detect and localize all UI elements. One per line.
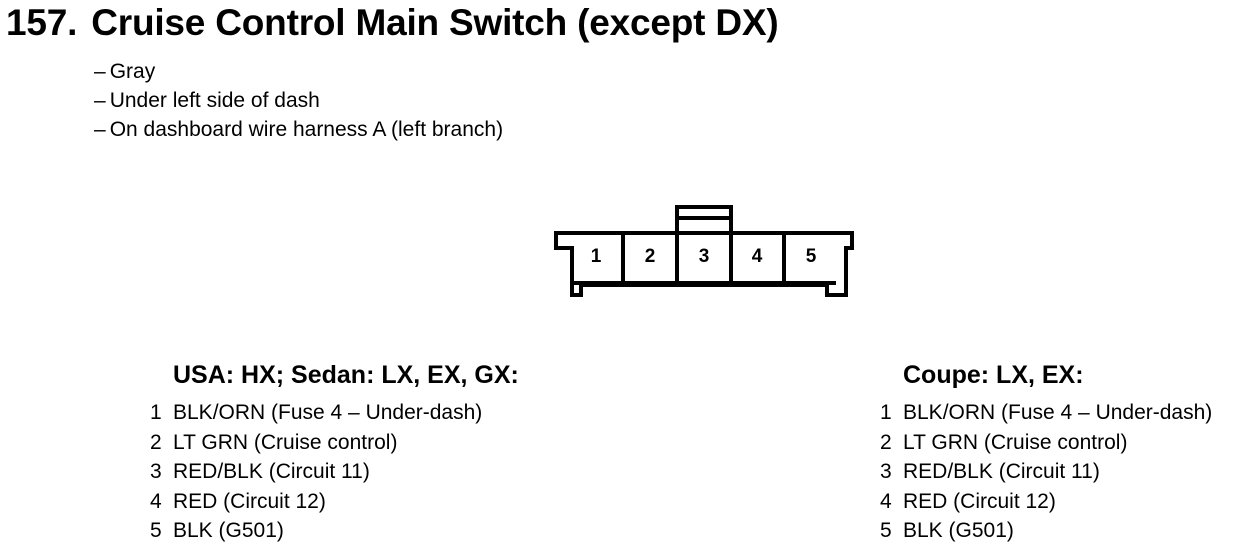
- pin-label: 1: [591, 246, 602, 267]
- pin-description: RED (Circuit 12): [173, 489, 326, 513]
- pinout-heading: USA: HX; Sedan: LX, EX, GX:: [173, 361, 519, 389]
- pinout-row: 1 BLK/ORN (Fuse 4 – Under-dash): [880, 398, 1212, 428]
- pinout-row: 5 BLK (G501): [880, 516, 1212, 546]
- pin-number: 5: [880, 519, 892, 542]
- pin-description: BLK/ORN (Fuse 4 – Under-dash): [173, 401, 483, 424]
- pinout-heading: Coupe: LX, EX:: [903, 361, 1084, 389]
- note-harness: –On dashboard wire harness A (left branc…: [94, 115, 503, 144]
- pinout-row: 3 RED/BLK (Circuit 11): [150, 457, 519, 487]
- pin-description: BLK (G501): [173, 519, 284, 542]
- title-text: Cruise Control Main Switch (except DX): [91, 2, 779, 43]
- connector-notes: –Gray –Under left side of dash –On dashb…: [94, 57, 503, 144]
- pin-description: LT GRN (Cruise control): [903, 430, 1128, 454]
- pin-description: RED/BLK (Circuit 11): [173, 460, 370, 483]
- note-text: Under left side of dash: [109, 89, 320, 112]
- pinout-row: 2 LT GRN (Cruise control): [880, 428, 1212, 458]
- pinout-row: 4 RED (Circuit 12): [880, 487, 1212, 517]
- pin-label: 5: [806, 246, 817, 267]
- pinout-row: 2 LT GRN (Cruise control): [150, 428, 519, 458]
- note-text: On dashboard wire harness A (left branch…: [109, 118, 504, 141]
- pinout-row: 3 RED/BLK (Circuit 11): [880, 457, 1212, 487]
- pin-description: RED/BLK (Circuit 11): [903, 460, 1100, 483]
- pin-number: 3: [150, 460, 162, 483]
- pinout-row: 4 RED (Circuit 12): [150, 487, 519, 517]
- pin-number: 2: [150, 430, 162, 454]
- pin-number: 1: [880, 401, 892, 424]
- note-dash: –: [94, 89, 106, 112]
- pin-description: RED (Circuit 12): [903, 489, 1056, 513]
- connector-diagram: 1 2 3 4 5: [554, 205, 854, 297]
- pin-number: 3: [880, 460, 892, 483]
- pinout-table-coupe: Coupe: LX, EX: 1 BLK/ORN (Fuse 4 – Under-…: [880, 361, 1212, 546]
- pin-number: 1: [150, 401, 162, 424]
- pin-label: 3: [699, 246, 710, 267]
- pinout-row: 5 BLK (G501): [150, 516, 519, 546]
- pin-description: BLK (G501): [903, 519, 1014, 542]
- note-dash: –: [94, 60, 106, 83]
- note-dash: –: [94, 118, 106, 141]
- pin-label: 4: [752, 246, 763, 267]
- note-location: –Under left side of dash: [94, 86, 503, 115]
- pinout-row: 1 BLK/ORN (Fuse 4 – Under-dash): [150, 398, 519, 428]
- note-text: Gray: [109, 60, 156, 83]
- pin-number: 4: [150, 489, 162, 513]
- pin-description: BLK/ORN (Fuse 4 – Under-dash): [903, 401, 1213, 424]
- pin-number: 4: [880, 489, 892, 513]
- pinout-table-usa-sedan: USA: HX; Sedan: LX, EX, GX: 1 BLK/ORN (Fu…: [150, 361, 519, 546]
- pin-description: LT GRN (Cruise control): [173, 430, 398, 454]
- pin-number: 5: [150, 519, 162, 542]
- note-color: –Gray: [94, 57, 503, 86]
- pin-number: 2: [880, 430, 892, 454]
- title-number: 157.: [6, 2, 78, 43]
- page-title: 157. Cruise Control Main Switch (except D…: [6, 2, 779, 44]
- pin-label: 2: [645, 246, 656, 267]
